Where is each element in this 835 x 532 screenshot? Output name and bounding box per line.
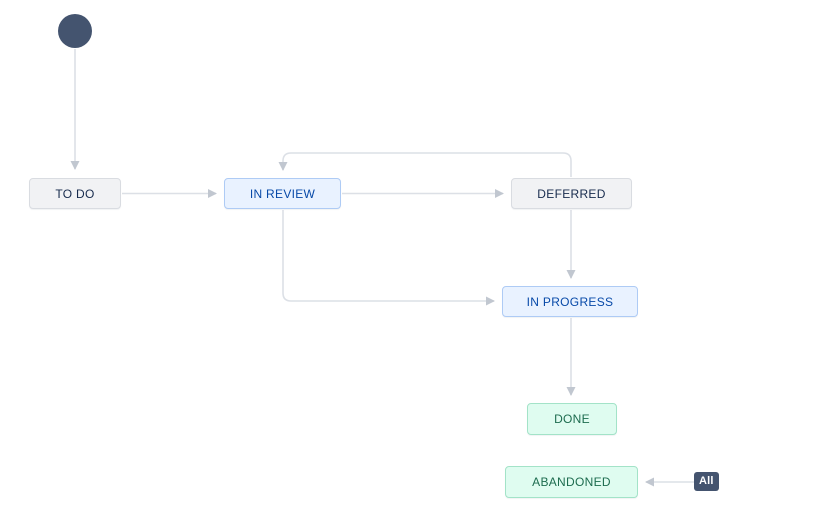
edge-in-review-to-in-progress <box>282 210 495 306</box>
status-node-in-review[interactable]: IN REVIEW <box>224 178 341 209</box>
status-node-done[interactable]: DONE <box>527 403 617 435</box>
status-node-todo[interactable]: TO DO <box>29 178 121 209</box>
status-node-abandoned[interactable]: ABANDONED <box>505 466 638 498</box>
all-transitions-badge: All <box>694 472 719 491</box>
start-node-icon <box>58 14 92 48</box>
status-node-deferred[interactable]: DEFERRED <box>511 178 632 209</box>
edge-deferred-to-in-review <box>278 152 572 177</box>
status-node-in-progress[interactable]: IN PROGRESS <box>502 286 638 317</box>
